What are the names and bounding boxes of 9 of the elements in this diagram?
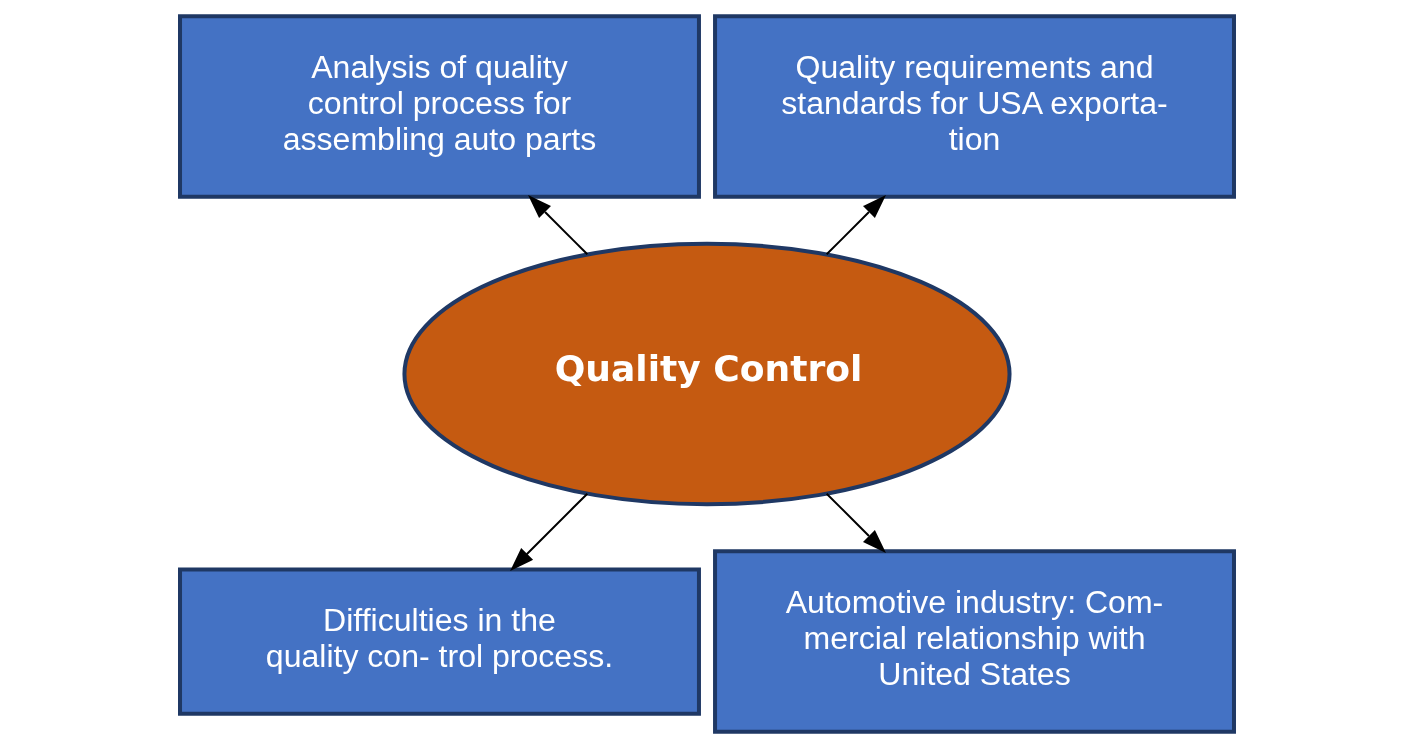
arrow xyxy=(509,492,588,571)
node-box: Analysis of quality control process for assembling auto parts xyxy=(177,14,701,199)
arrow xyxy=(825,492,886,553)
node-box: Difficulties in the quality con- trol process. xyxy=(177,567,701,716)
node-ellipse: Quality Control xyxy=(401,241,1012,507)
arrow xyxy=(825,195,886,256)
arrow xyxy=(527,195,588,256)
node-box: Automotive industry: Com- mercial relationship with United States xyxy=(712,549,1236,734)
node-box: Quality requirements and standards for USA exporta- tion xyxy=(712,14,1236,199)
